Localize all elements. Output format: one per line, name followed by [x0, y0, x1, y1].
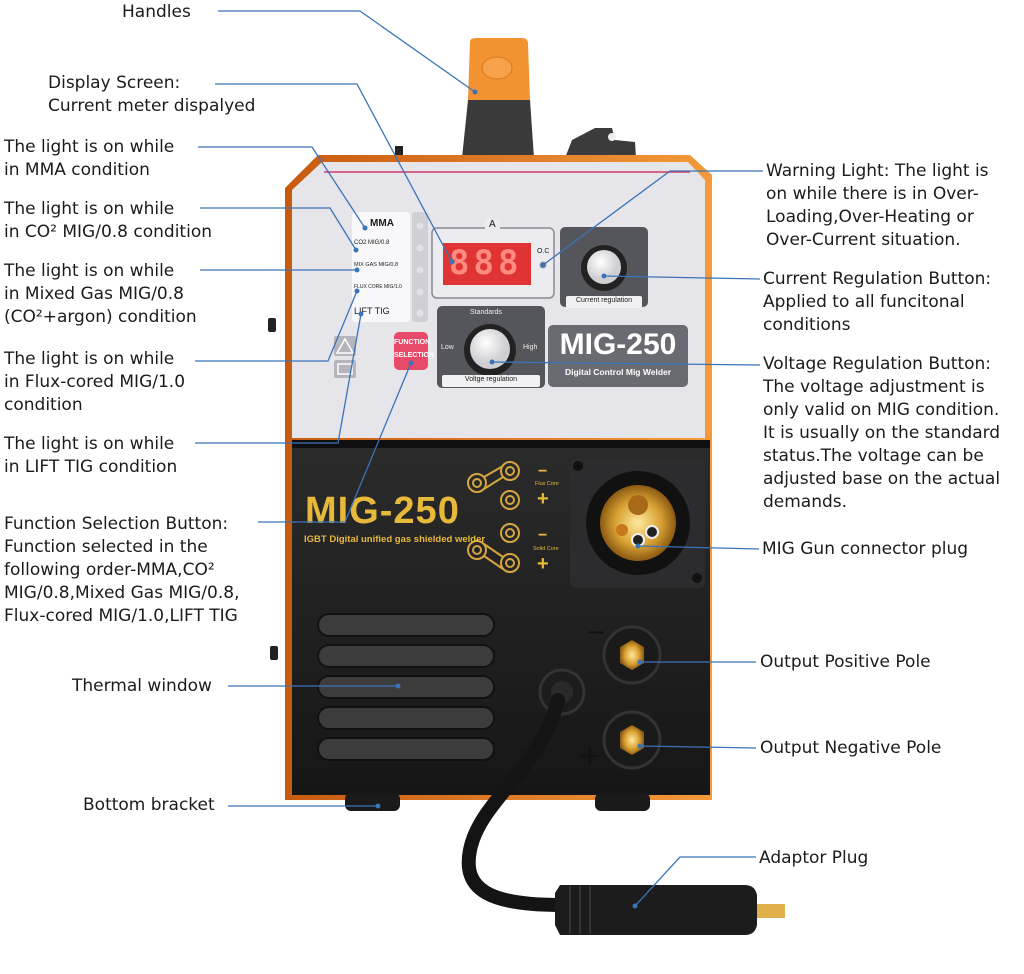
- svg-text:−: −: [586, 618, 606, 646]
- callout-co2-light: The light is on while in CO² MIG/0.8 con…: [4, 199, 212, 242]
- solid-core-label: Solid Core: [533, 546, 559, 552]
- mode-flux-core: FLUX CORE MIG/1.0: [354, 284, 402, 290]
- mode-co2: CO2 MIG/0.8: [354, 240, 390, 246]
- callout-function-selection: Function Selection Button: Function sele…: [4, 514, 240, 626]
- callout-voltage-regulation: Voltage Regulation Button: The voltage a…: [763, 354, 1001, 512]
- mode-mma: MMA: [370, 218, 394, 229]
- function-selection-button[interactable]: FUNCTION SELECTION: [394, 339, 435, 359]
- voltage-regulation-knob[interactable]: [470, 329, 510, 369]
- solid-core-minus: −: [538, 527, 548, 544]
- callout-lift-tig-light: The light is on while in LIFT TIG condit…: [4, 434, 178, 477]
- callout-mig-gun-connector: MIG Gun connector plug: [762, 539, 969, 559]
- current-meter-display: 888: [449, 243, 523, 283]
- callout-output-positive: Output Positive Pole: [760, 652, 931, 672]
- svg-text:+: +: [578, 739, 601, 772]
- handle: [462, 38, 534, 158]
- voltage-low-label: Low: [441, 344, 454, 351]
- callout-mma-light: The light is on while in MMA condition: [4, 137, 175, 180]
- callout-adaptor-plug: Adaptor Plug: [759, 848, 869, 868]
- flux-core-minus: −: [538, 463, 548, 480]
- voltage-regulation-label: Voltge regulation: [464, 376, 518, 383]
- callout-warning-light: Warning Light: The light is on while the…: [766, 161, 989, 250]
- callout-current-regulation: Current Regulation Button: Applied to al…: [763, 269, 992, 335]
- meter-unit: A: [485, 219, 500, 230]
- flux-core-label: Flux Core: [535, 481, 559, 487]
- callout-display-screen: Display Screen: Current meter dispalyed: [48, 73, 256, 116]
- callout-handles: Handles: [122, 2, 191, 22]
- panel-model-name: MIG-250: [559, 328, 677, 361]
- voltage-high-label: High: [523, 344, 538, 351]
- front-model-subtitle: IGBT Digital unified gas shielded welder: [304, 534, 486, 545]
- callout-flux-cored-light: The light is on while in Flux-cored MIG/…: [4, 349, 186, 415]
- mode-mixed-gas: MIX GAS MIG/0.8: [354, 262, 399, 268]
- solid-core-plus: +: [537, 553, 549, 575]
- current-regulation-label: Current regulation: [575, 297, 633, 304]
- mode-list: MMA CO2 MIG/0.8 MIX GAS MIG/0.8 FLUX COR…: [354, 218, 410, 328]
- callout-output-negative: Output Negative Pole: [760, 738, 942, 758]
- overcurrent-label: O.C: [537, 248, 550, 255]
- mode-lift-tig: LIFT TIG: [354, 306, 390, 316]
- callout-thermal-window: Thermal window: [72, 676, 212, 696]
- flux-core-plus: +: [537, 488, 549, 510]
- voltage-standard-label: Standards: [470, 309, 502, 316]
- front-model-name: MIG-250: [305, 490, 460, 532]
- panel-model-subtitle: Digital Control Mig Welder: [564, 367, 672, 377]
- current-regulation-knob[interactable]: [587, 250, 621, 284]
- callout-bottom-bracket: Bottom bracket: [83, 795, 215, 815]
- callout-mixed-gas-light: The light is on while in Mixed Gas MIG/0…: [4, 261, 197, 327]
